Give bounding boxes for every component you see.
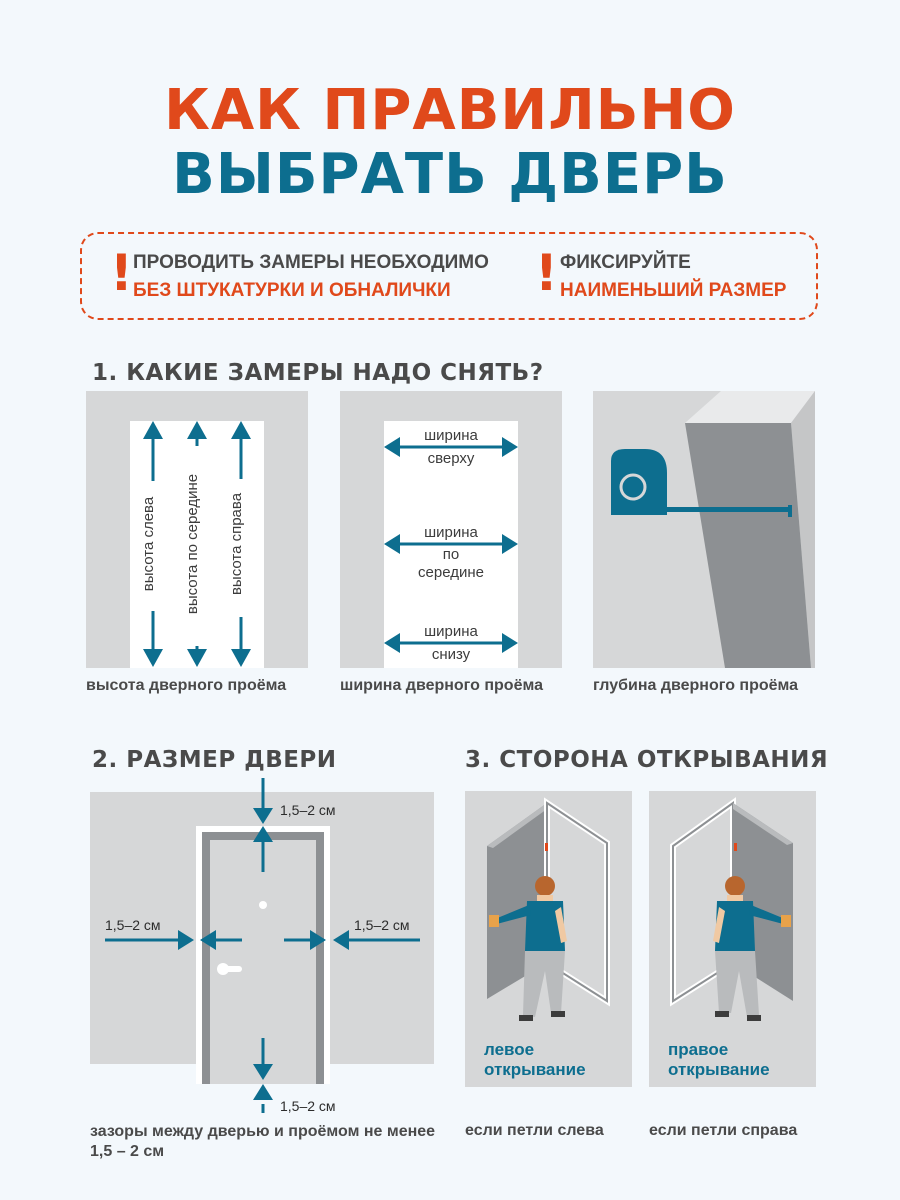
right-opening-label-1: правое: [668, 1040, 729, 1059]
width-middle-label-1: ширина: [424, 524, 478, 541]
notice-right-line-2: НАИМЕНЬШИЙ РАЗМЕР: [560, 280, 787, 301]
height-middle-label: высота по середине: [184, 474, 201, 614]
caption-gaps: зазоры между дверью и проёмом не менее 1…: [90, 1123, 436, 1160]
person-icon: [713, 876, 791, 1021]
section-3-heading: 3. СТОРОНА ОТКРЫВАНИЯ: [465, 747, 829, 773]
gap-arrows: [105, 778, 420, 1113]
left-opening-illustration: [465, 791, 632, 1087]
notice-right-line-1: ФИКСИРУЙТЕ: [560, 252, 691, 273]
exclamation-icon: !: [110, 244, 133, 302]
title-line-2: ВЫБРАТЬ ДВЕРЬ: [172, 142, 728, 207]
notice-left: ПРОВОДИТЬ ЗАМЕРЫ НЕОБХОДИМО БЕЗ ШТУКАТУР…: [133, 249, 489, 305]
tape-measure-icon: [611, 449, 792, 517]
right-opening-label: правое открывание: [668, 1040, 770, 1080]
width-top-label-2: сверху: [428, 450, 475, 467]
height-diagram: высота слева высота по середине высота с…: [86, 391, 308, 668]
left-opening-label-2: открывание: [484, 1060, 586, 1079]
caption-right-hinges: если петли справа: [649, 1122, 798, 1139]
gap-right-label: 1,5–2 см: [354, 917, 410, 933]
width-bottom-label-2: снизу: [432, 646, 471, 663]
exclamation-icon: !: [535, 244, 558, 302]
gap-top-label: 1,5–2 см: [280, 802, 336, 818]
caption-depth: глубина дверного проёма: [593, 677, 799, 694]
notice-box: [80, 232, 818, 320]
right-opening-label-2: открывание: [668, 1060, 770, 1079]
notice-left-line-1: ПРОВОДИТЬ ЗАМЕРЫ НЕОБХОДИМО: [133, 252, 489, 273]
width-middle-label-3: середине: [418, 564, 484, 581]
width-middle-label-2: по: [443, 546, 459, 563]
height-right-label: высота справа: [228, 492, 245, 595]
width-diagram: ширина сверху ширина по середине ширина …: [340, 391, 562, 668]
width-bottom-label-1: ширина: [424, 623, 478, 640]
height-left-label: высота слева: [140, 496, 157, 591]
section-2-heading: 2. РАЗМЕР ДВЕРИ: [92, 747, 337, 773]
door-gap-diagram: 1,5–2 см 1,5–2 см 1,5–2 см 1,5–2 см: [90, 778, 434, 1113]
caption-width: ширина дверного проёма: [340, 677, 543, 694]
person-icon: [489, 876, 567, 1021]
notice-right: ФИКСИРУЙТЕ НАИМЕНЬШИЙ РАЗМЕР: [560, 249, 786, 305]
right-opening-illustration: [649, 791, 816, 1087]
section-1-heading: 1. КАКИЕ ЗАМЕРЫ НАДО СНЯТЬ?: [92, 360, 544, 386]
caption-height: высота дверного проёма: [86, 677, 287, 694]
title-line-1: КАК ПРАВИЛЬНО: [164, 78, 736, 143]
caption-left-hinges: если петли слева: [465, 1122, 604, 1139]
width-top-label-1: ширина: [424, 427, 478, 444]
left-opening-label: левое открывание: [484, 1040, 586, 1080]
notice-left-line-2: БЕЗ ШТУКАТУРКИ И ОБНАЛИЧКИ: [133, 280, 451, 301]
gap-bottom-label: 1,5–2 см: [280, 1098, 336, 1113]
left-opening-label-1: левое: [484, 1040, 535, 1059]
depth-diagram: [593, 391, 815, 668]
gap-left-label: 1,5–2 см: [105, 917, 161, 933]
